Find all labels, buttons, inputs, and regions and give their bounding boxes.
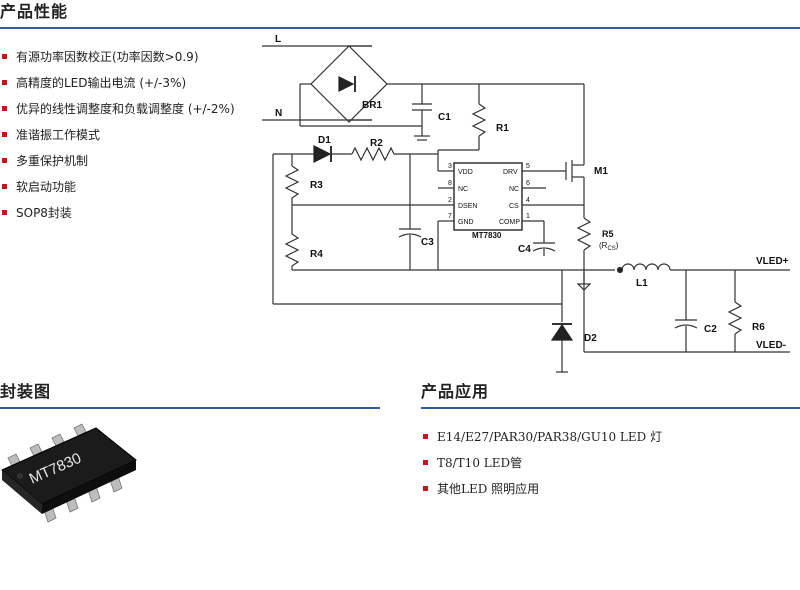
label-vled-minus: VLED- [756, 340, 786, 351]
label-BR1: BR1 [362, 100, 382, 111]
label-R4: R4 [310, 249, 323, 260]
resistor-r4 [284, 228, 300, 270]
feature-text: 优异的线性调整度和负载调整度 (+/-2%) [16, 102, 235, 116]
resistor-r2 [331, 146, 438, 162]
application-item: T8/T10 LED管 [421, 450, 781, 476]
circuit-schematic: L N BR1 C1 R1 D1 [262, 34, 790, 373]
application-list: E14/E27/PAR30/PAR38/GU10 LED 灯 T8/T10 LE… [421, 424, 781, 502]
application-item: 其他LED 照明应用 [421, 476, 781, 502]
package-rule [0, 407, 380, 409]
label-C2: C2 [704, 324, 717, 335]
bridge-rectifier-br1 [299, 45, 584, 127]
ic-pin-number: 4 [526, 197, 530, 204]
label-R2: R2 [370, 138, 383, 149]
ic-pin-number: 7 [448, 213, 452, 220]
inductor-l1 [616, 263, 790, 274]
bullet-icon [2, 210, 7, 215]
label-N: N [275, 108, 282, 119]
application-text: E14/E27/PAR30/PAR38/GU10 LED 灯 [437, 430, 663, 444]
ic-pin-label: DRV [503, 169, 518, 176]
performance-title: 产品性能 [0, 2, 69, 21]
bullet-icon [423, 434, 428, 439]
ic-pin-label: CS [509, 203, 519, 210]
label-R6: R6 [752, 322, 765, 333]
diode-d1 [273, 145, 332, 163]
label-Rcs: (RCS) [599, 241, 619, 252]
label-D1: D1 [318, 135, 331, 146]
bullet-icon [2, 158, 7, 163]
bullet-icon [2, 106, 7, 111]
label-C3: C3 [421, 237, 434, 248]
capacitor-c4 [532, 221, 556, 256]
ic-pin-number: 2 [448, 197, 452, 204]
diode-d2 [550, 323, 574, 373]
ic-pin-number: 5 [526, 163, 530, 170]
feature-text: 多重保护机制 [16, 154, 89, 168]
application-text: 其他LED 照明应用 [437, 482, 540, 496]
mosfet-m1 [565, 158, 585, 205]
ic-pin-label: DSEN [458, 203, 477, 210]
feature-item: 准谐振工作模式 [0, 122, 260, 148]
label-R3: R3 [310, 180, 323, 191]
feature-text: 准谐振工作模式 [16, 128, 101, 142]
feature-text: 软启动功能 [16, 180, 77, 194]
ic-pin-number: 1 [526, 213, 530, 220]
feature-item: 优异的线性调整度和负载调整度 (+/-2%) [0, 96, 260, 122]
label-R1: R1 [496, 123, 509, 134]
capacitor-c2 [674, 270, 698, 352]
label-vled-plus: VLED+ [756, 256, 789, 267]
performance-rule [0, 27, 800, 29]
label-M1: M1 [594, 166, 608, 177]
application-item: E14/E27/PAR30/PAR38/GU10 LED 灯 [421, 424, 781, 450]
bullet-icon [423, 486, 428, 491]
label-L: L [275, 34, 281, 45]
resistor-r6 [727, 270, 743, 352]
ic-pin-label: VDD [458, 169, 473, 176]
capacitor-c1 [412, 84, 432, 141]
label-L1: L1 [636, 278, 648, 289]
label-R5: R5 [602, 229, 614, 239]
application-text: T8/T10 LED管 [437, 456, 523, 470]
label-D2: D2 [584, 333, 597, 344]
capacitor-c3 [398, 154, 422, 270]
ic-pin-label: COMP [499, 219, 520, 226]
bullet-icon [423, 460, 428, 465]
feature-text: 高精度的LED输出电流 (+/-3%) [16, 76, 187, 90]
feature-list: 有源功率因数校正(功率因数>0.9) 高精度的LED输出电流 (+/-3%) 优… [0, 44, 260, 226]
feature-item: 高精度的LED输出电流 (+/-3%) [0, 70, 260, 96]
feature-text: SOP8封装 [16, 206, 72, 220]
package-title: 封装图 [0, 382, 52, 401]
ic-pin-number: 8 [448, 180, 452, 187]
ic-pin-number: 6 [526, 180, 530, 187]
bullet-icon [2, 54, 7, 59]
applications-rule [421, 407, 800, 409]
ic-pin-label: NC [509, 186, 519, 193]
feature-item: 多重保护机制 [0, 148, 260, 174]
ic-pin-number: 3 [448, 163, 452, 170]
feature-item: SOP8封装 [0, 200, 260, 226]
ic-mt7830 [437, 162, 584, 270]
bullet-icon [2, 132, 7, 137]
resistor-r3 [284, 154, 300, 228]
bullet-icon [2, 80, 7, 85]
bullet-icon [2, 184, 7, 189]
feature-text: 有源功率因数校正(功率因数>0.9) [16, 50, 199, 64]
ic-name: MT7830 [472, 231, 502, 240]
ic-pin-label: GND [458, 219, 474, 226]
label-C4: C4 [518, 244, 531, 255]
feature-item: 有源功率因数校正(功率因数>0.9) [0, 44, 260, 70]
applications-title: 产品应用 [421, 382, 490, 401]
chip-package-image: MT7830 [1, 423, 137, 523]
ic-pin-label: NC [458, 186, 468, 193]
label-C1: C1 [438, 112, 451, 123]
feature-item: 软启动功能 [0, 174, 260, 200]
resistor-r1 [437, 84, 487, 172]
